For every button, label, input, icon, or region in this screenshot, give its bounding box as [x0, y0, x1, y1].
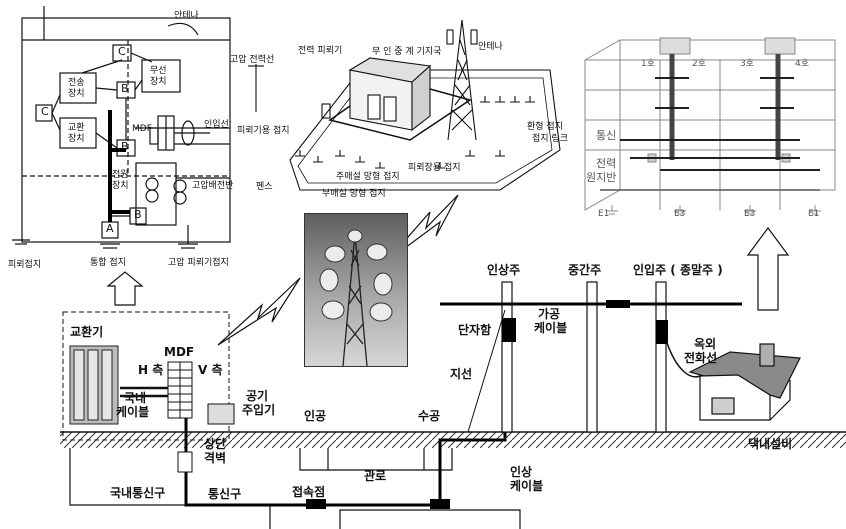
- hv-panel-label: 고압배전반: [192, 181, 234, 191]
- shelter-label: 무 인 중 계 기지국: [372, 47, 442, 57]
- hv-line-label: 고압 전력선: [230, 55, 275, 65]
- power-arrester-label: 전력 피뢰기: [298, 46, 343, 56]
- air-injector-label-2: 주입기: [242, 403, 276, 417]
- riser-cable-label-1: 인상: [510, 465, 533, 479]
- ground-e3-b: E3: [744, 209, 756, 219]
- switching-label-2: 장치: [68, 134, 85, 144]
- mid-pole-label: 중간주: [568, 263, 602, 277]
- transmission-label-1: 전송: [68, 78, 85, 88]
- lightning-ground-label: 피뢰접지: [8, 260, 42, 270]
- tower-site: [248, 19, 561, 191]
- handhole-label: 수공: [418, 409, 441, 423]
- duct-label: 관로: [364, 469, 387, 483]
- ground-e1-right: E1: [808, 209, 820, 219]
- ground-e1-left: E1: [598, 209, 610, 219]
- v-side-label: V 측: [198, 363, 223, 377]
- manhole-label: 인공: [304, 409, 327, 423]
- mesh-ground-label: 주매설 망형 접지: [336, 172, 400, 182]
- floor-label-4: 4호: [795, 59, 810, 69]
- tower-antenna-label: 안테나: [478, 42, 503, 52]
- antenna-label: 안테나: [174, 11, 199, 21]
- arrester-ground-label: 피뢰기용 접지: [237, 126, 290, 136]
- exchange-label: 교환기: [70, 325, 104, 339]
- building-trunks: [620, 77, 820, 171]
- mdf-small: MDF: [132, 124, 152, 134]
- ground-e3-a: E3: [674, 209, 686, 219]
- noise-ground-label: 고압 피뢰기접지: [168, 258, 229, 268]
- riser-pole-label: 인상주: [487, 263, 521, 277]
- power-device-1: 전원: [112, 170, 129, 180]
- entry-pole-label: 인입주 ( 종말주 ): [633, 263, 723, 277]
- switching-label-1: 교환: [68, 123, 85, 133]
- transmission-label-2: 장치: [68, 89, 85, 99]
- power-label: 전력: [596, 157, 617, 170]
- box-a: A: [106, 222, 114, 235]
- box-c-left: C: [41, 105, 49, 118]
- radio-label-1: 무선: [150, 66, 167, 76]
- riser-cable-label-2: 케이블: [510, 479, 544, 493]
- exchange-main-bus: [108, 110, 130, 222]
- aerial-cable-label-1: 가공: [538, 307, 561, 321]
- underground-conduit: [69, 448, 521, 529]
- antenna-tower-photo: [304, 213, 408, 367]
- terminal-box-label: 단자함: [458, 323, 492, 337]
- drop-wire-label-2: 전화선: [684, 351, 718, 365]
- lightning-rod-ground-label: 피뢰장용 접지: [408, 163, 461, 173]
- aerial-cable-label-2: 케이블: [534, 321, 568, 335]
- premises-label: 댁내설비: [748, 437, 793, 451]
- panel-label: 원지반: [586, 171, 617, 184]
- perimeter-ground-label: 환형 접지: [527, 122, 563, 132]
- comm-conduit-label: 통신구: [208, 487, 242, 501]
- box-b-3: B: [134, 208, 142, 221]
- floor-label-2: 2호: [692, 59, 707, 69]
- local-conduit-label: 국내통신구: [110, 486, 166, 500]
- box-b-2: B: [121, 140, 129, 153]
- exchange-cabinets: [69, 345, 119, 425]
- mdf-label: MDF: [164, 345, 195, 359]
- ground-ring-label: 접지 링크: [532, 134, 568, 144]
- junction-label: 접속점: [292, 485, 326, 499]
- house: [688, 343, 801, 421]
- fence-label: 펜스: [256, 182, 273, 192]
- mesh-ground-label-2: 부매설 망형 접지: [322, 189, 386, 199]
- up-arrows: [106, 226, 790, 311]
- floor-label-3: 3호: [740, 59, 755, 69]
- box-b-1: B: [121, 82, 129, 95]
- radio-label-2: 장치: [150, 77, 167, 87]
- h-side-label: H 측: [138, 363, 164, 377]
- mdf-frame: [167, 361, 193, 419]
- local-cable-label-2: 케이블: [116, 405, 150, 419]
- main-ground-label: 통합 접지: [90, 258, 126, 268]
- air-injector-label-1: 공기: [246, 389, 269, 403]
- drop-wire-label-1: 옥외: [694, 337, 717, 351]
- comm-label: 통신: [596, 129, 617, 142]
- utility-poles: [501, 281, 667, 433]
- box-c-top: C: [118, 45, 126, 58]
- top-wall-label-2: 격벽: [204, 451, 227, 465]
- power-device-2: 장치: [112, 181, 129, 191]
- floor-label-1: 1호: [641, 59, 656, 69]
- incoming-line-label: 인입선: [204, 120, 229, 130]
- local-cable-label-1: 국내: [124, 391, 147, 405]
- guy-wire-label: 지선: [450, 367, 473, 381]
- top-wall-label-1: 상단: [204, 437, 227, 451]
